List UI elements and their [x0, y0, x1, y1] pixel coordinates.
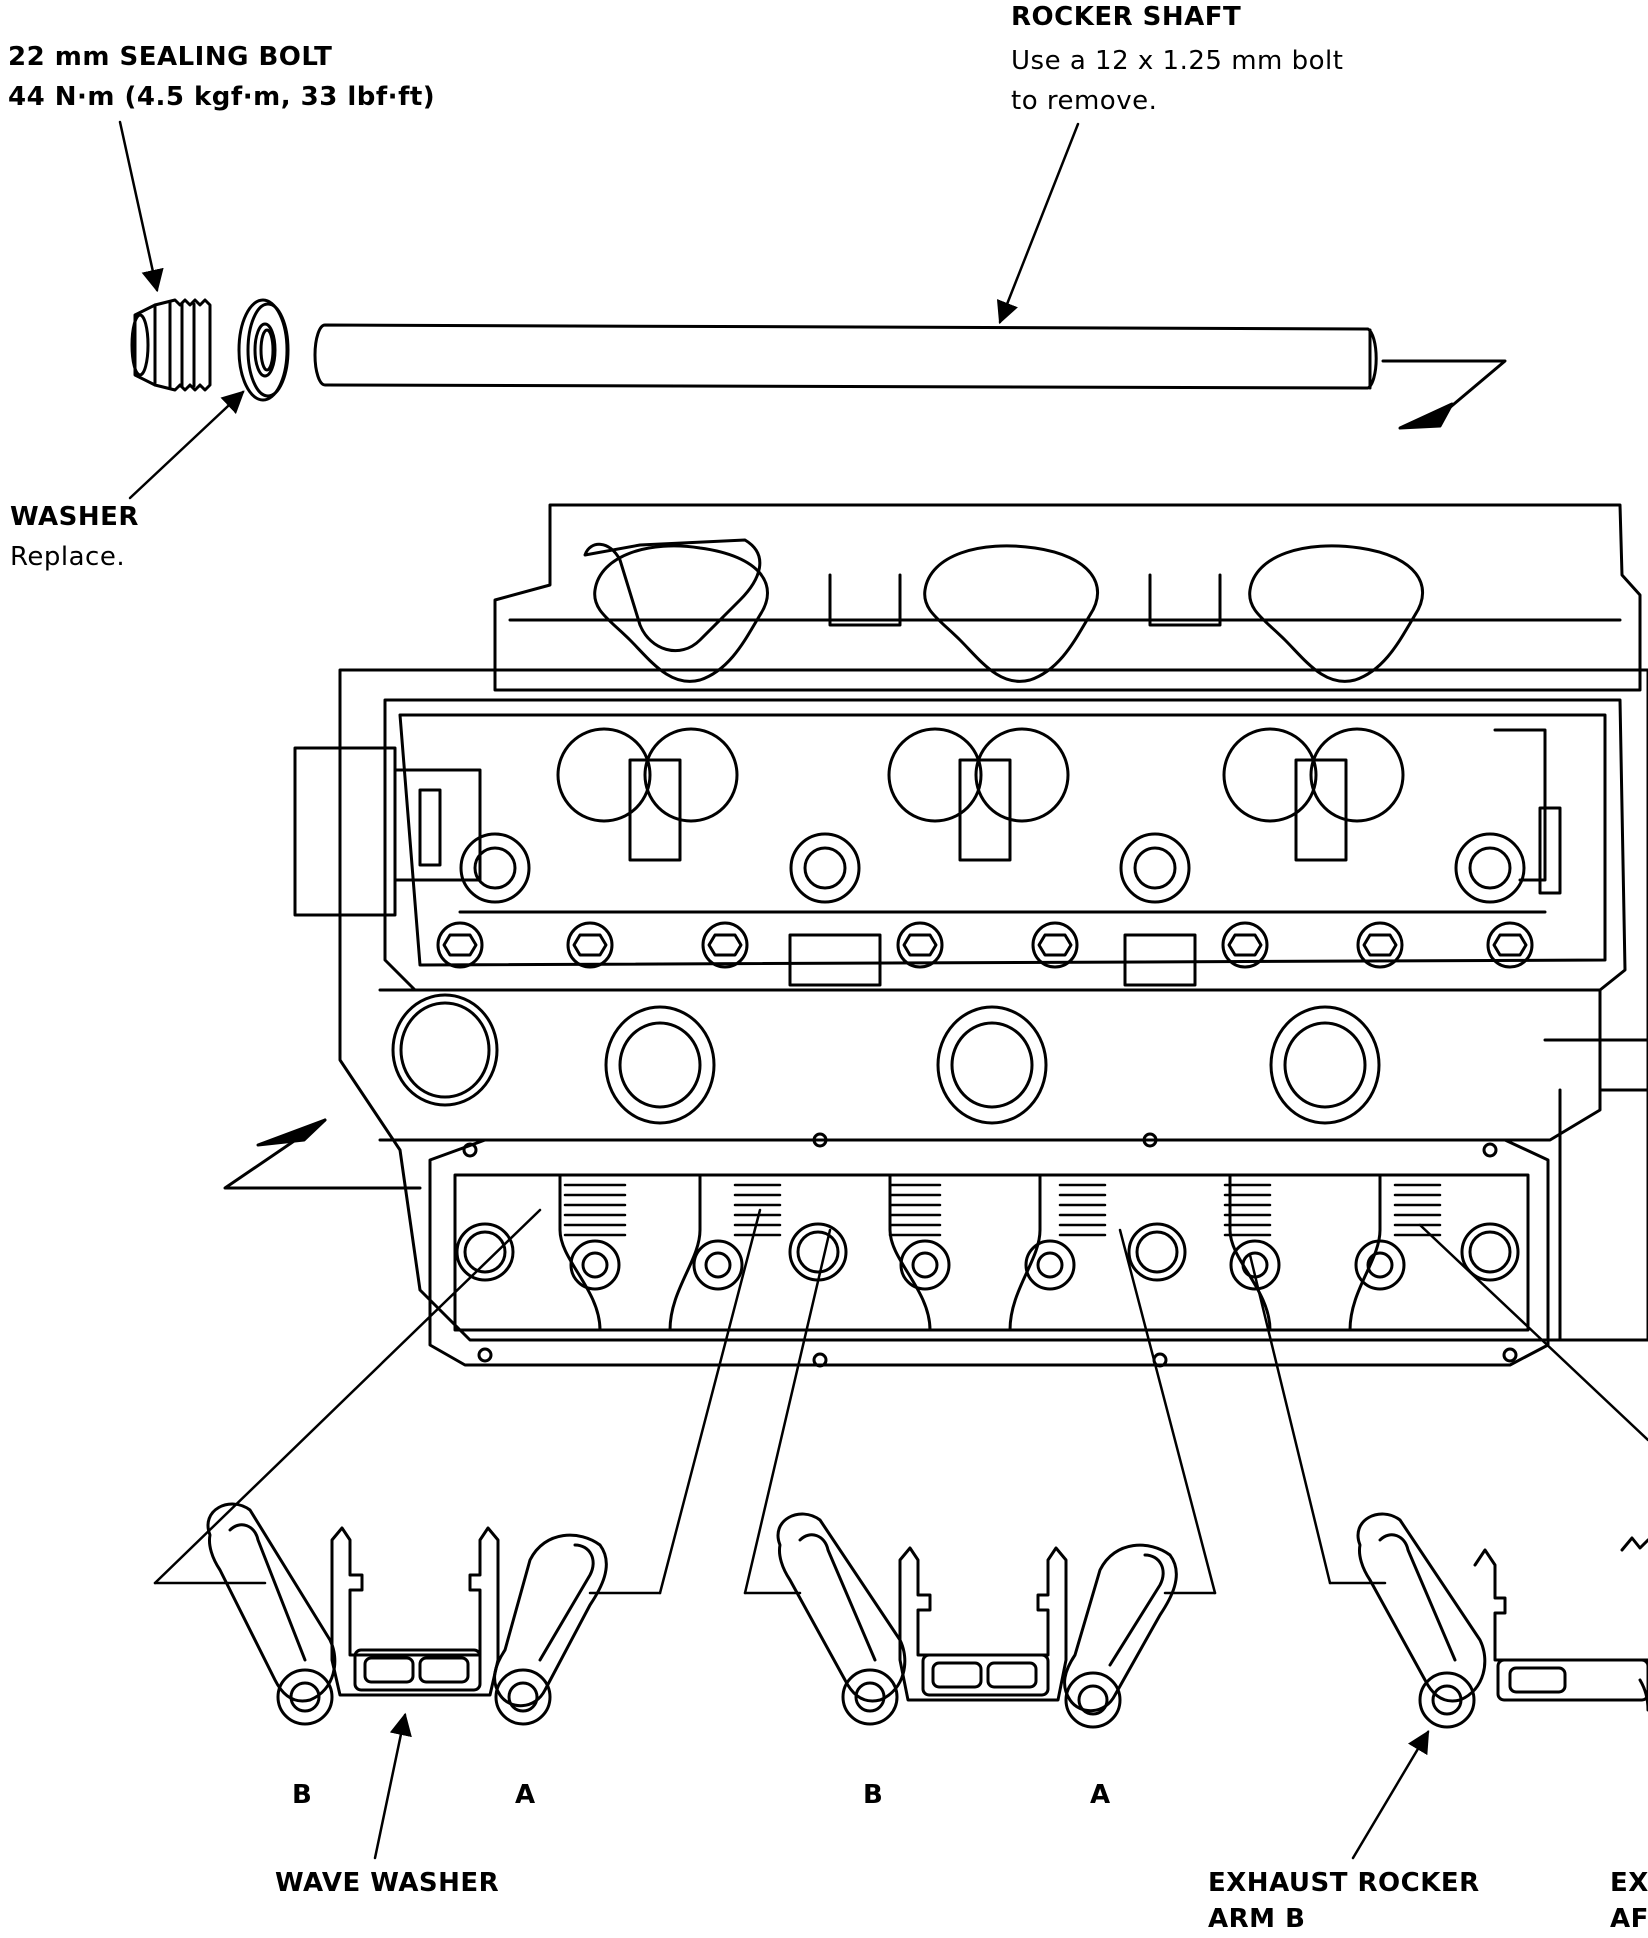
valve-springs: [565, 1185, 1440, 1235]
exhaust-rocker-arm-b-line1: EXHAUST ROCKER: [1208, 1868, 1480, 1898]
head-bolts-row: [438, 923, 1532, 967]
rocker-shaft: [315, 325, 1376, 388]
arm-label-b-1: B: [292, 1780, 313, 1810]
arm-label-b-2: B: [863, 1780, 884, 1810]
rocker-shaft-title: ROCKER SHAFT: [1011, 2, 1242, 32]
rocker-shaft-instruction-line1: Use a 12 x 1.25 mm bolt: [1011, 46, 1344, 76]
washer-note: Replace.: [10, 542, 126, 572]
exhaust-rocker-arm-a-partial-line2: AF: [1610, 1904, 1648, 1934]
arm-label-a-2: A: [1090, 1780, 1111, 1810]
rocker-shaft-instruction-line2: to remove.: [1011, 86, 1158, 116]
rocker-arm-assembly-2: [778, 1514, 1176, 1727]
sealing-bolt-torque: 44 N·m (4.5 kgf·m, 33 lbf·ft): [8, 82, 436, 112]
cylinder-head-body: [295, 670, 1648, 1340]
exhaust-rocker-arm-a-partial-line1: EX: [1610, 1868, 1648, 1898]
washer: [239, 300, 288, 400]
rocker-arm-assembly-3: [1358, 1514, 1648, 1727]
sealing-bolt-title: 22 mm SEALING BOLT: [8, 42, 333, 72]
installation-direction-arrow: [225, 1120, 420, 1188]
valve-retainers: [571, 1241, 1404, 1289]
callout-arrows: [120, 122, 1428, 1858]
assembly-leader-lines: [155, 1210, 1648, 1593]
lower-valve-area: [430, 1134, 1548, 1366]
rocker-arm-assembly-1: [208, 1504, 606, 1724]
sealing-bolt: [132, 300, 210, 390]
intake-flange: [495, 505, 1640, 690]
wave-washer-label: WAVE WASHER: [275, 1868, 500, 1898]
removal-direction-arrow: [1383, 361, 1505, 428]
exhaust-rocker-arm-b-line2: ARM B: [1208, 1904, 1306, 1934]
washer-title: WASHER: [10, 502, 139, 532]
arm-label-a-1: A: [515, 1780, 536, 1810]
